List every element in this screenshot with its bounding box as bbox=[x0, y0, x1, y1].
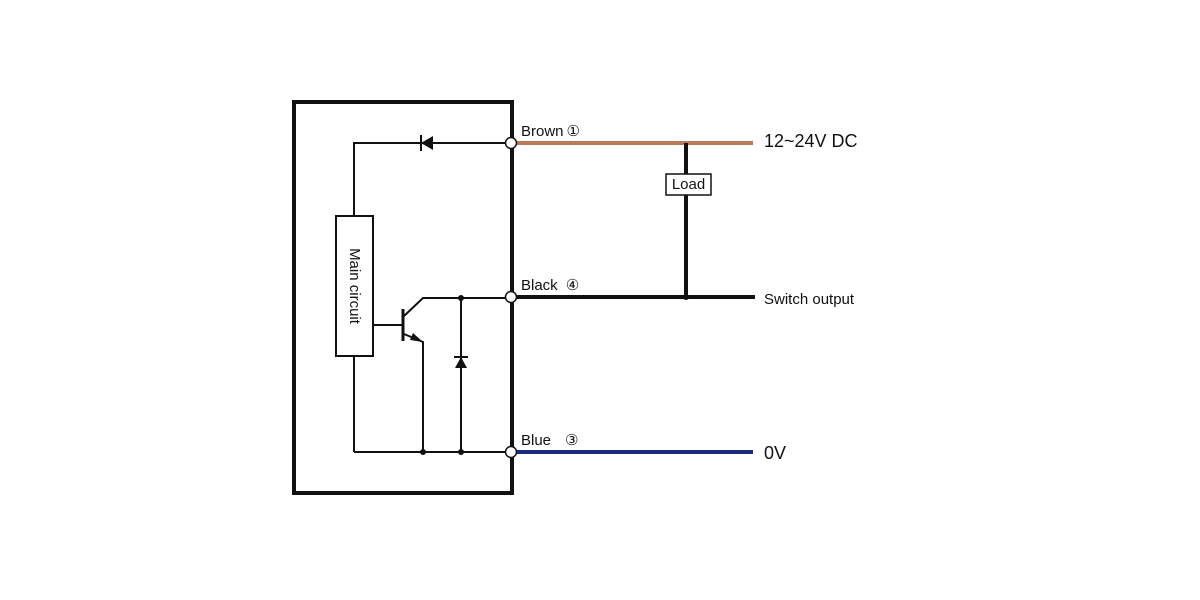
junction-dot bbox=[458, 295, 464, 301]
internal-wiring bbox=[353, 142, 510, 453]
terminal-black bbox=[504, 290, 518, 304]
collector-trace bbox=[403, 297, 510, 317]
supply-voltage-label: 12~24V DC bbox=[764, 131, 858, 151]
reverse-polarity-diode-icon bbox=[420, 135, 433, 151]
junction-dot bbox=[458, 449, 464, 455]
black-pin-number: ④ bbox=[566, 277, 579, 294]
main-circuit-label: Main circuit bbox=[346, 248, 363, 325]
switch-output-label: Switch output bbox=[764, 291, 855, 308]
protection-diode-icon bbox=[454, 356, 468, 368]
brown-pin-number: ① bbox=[567, 123, 580, 140]
emitter-trace bbox=[403, 333, 424, 452]
blue-pin-number: ③ bbox=[565, 432, 578, 449]
zero-volt-label: 0V bbox=[764, 443, 786, 463]
supply-trace bbox=[353, 142, 510, 216]
junction-dot bbox=[420, 449, 426, 455]
terminal-brown bbox=[504, 136, 518, 150]
terminal-blue bbox=[504, 445, 518, 459]
load-box bbox=[665, 173, 712, 196]
npn-transistor-icon bbox=[401, 309, 423, 342]
load-label: Load bbox=[672, 176, 705, 193]
main-circuit-box bbox=[335, 215, 374, 357]
